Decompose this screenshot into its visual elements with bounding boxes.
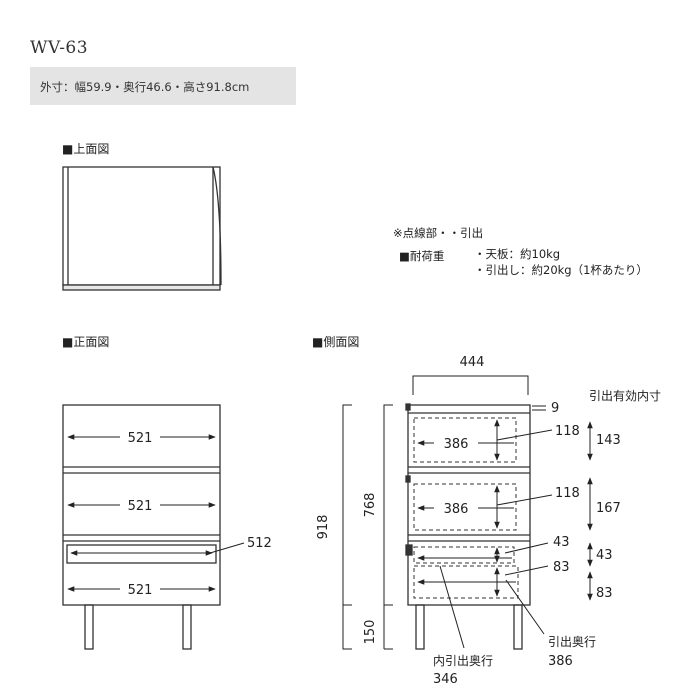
top-view-label: ■上面図 (62, 142, 110, 156)
load-top: ・天板：約10kg (474, 247, 561, 261)
side-drawer2-height: 118 (555, 486, 580, 501)
side-view-drawing (405, 403, 531, 650)
front-drawer1-width: 521 (128, 431, 153, 446)
effective-dim-2: 167 (596, 501, 621, 516)
front-dim-arrows (67, 434, 245, 592)
drawer-depth-value: 386 (548, 654, 573, 669)
dimensions-text: 外寸：幅59.9・奥行46.6・高さ91.8cm (40, 80, 250, 94)
front-view-drawing (62, 404, 221, 650)
side-view-label: ■側面図 (312, 335, 360, 349)
front-inner-drawer-width: 512 (247, 536, 272, 551)
effective-dims-title: 引出有効内寸 (589, 388, 661, 403)
load-drawer: ・引出し：約20kg（1杯あたり） (474, 263, 648, 277)
side-drawer1-height: 118 (555, 424, 580, 439)
side-body-height: 768 (363, 493, 378, 518)
dotted-legend: ※点線部・・引出 (393, 226, 484, 240)
side-top-thickness: 9 (551, 401, 559, 416)
side-dim-lines (342, 375, 546, 650)
effective-dim-1: 143 (596, 433, 621, 448)
side-dashed-drawers (413, 417, 519, 599)
side-drawer3-height: 83 (553, 560, 570, 575)
front-view-label: ■正面図 (62, 335, 110, 349)
side-total-height: 918 (316, 515, 331, 540)
side-leg-height: 150 (363, 620, 378, 645)
inner-drawer-depth-label: 内引出奥行 (433, 654, 493, 668)
side-inner-drawer-height: 43 (553, 535, 570, 550)
inner-drawer-depth-value: 346 (433, 672, 458, 687)
dimensions-box (30, 67, 296, 105)
side-drawer1-depth: 386 (444, 437, 469, 452)
side-drawer2-depth: 386 (444, 502, 469, 517)
front-drawer3-width: 521 (128, 583, 153, 598)
top-view-drawing (62, 166, 222, 291)
side-dim-arrows (417, 419, 593, 649)
model-number: WV-63 (30, 38, 89, 58)
effective-dim-4: 83 (596, 586, 613, 601)
effective-dim-3: 43 (596, 548, 613, 563)
front-drawer2-width: 521 (128, 499, 153, 514)
side-depth: 444 (460, 355, 485, 370)
drawer-depth-label: 引出奥行 (548, 635, 596, 649)
load-title: ■耐荷重 (399, 249, 445, 263)
